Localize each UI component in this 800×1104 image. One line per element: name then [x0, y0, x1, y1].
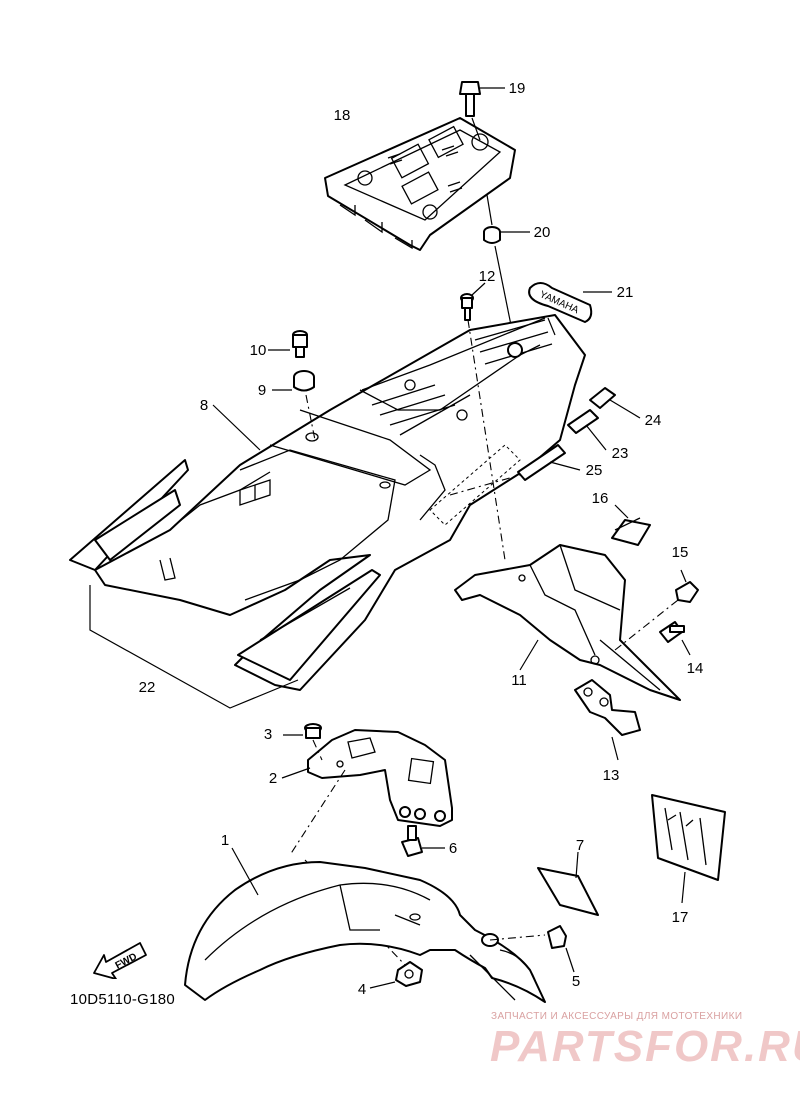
collar-20-part — [483, 194, 530, 346]
callout-24: 24 — [645, 412, 662, 429]
callout-18: 18 — [334, 107, 351, 124]
bolt-14-nut-15-part — [614, 569, 699, 656]
callout-10: 10 — [250, 342, 267, 359]
front-fender-part — [184, 847, 546, 1003]
reflector-16-part — [611, 504, 651, 546]
callout-22: 22 — [139, 679, 156, 696]
callout-12: 12 — [479, 268, 496, 285]
part-7 — [537, 851, 599, 916]
callout-6: 6 — [449, 840, 457, 857]
callout-9: 9 — [258, 382, 266, 399]
callout-2: 2 — [269, 770, 277, 787]
callout-15: 15 — [672, 544, 689, 561]
decals-23-24-25-part — [429, 387, 641, 526]
rear-cowl-part — [94, 314, 586, 691]
callout-20: 20 — [534, 224, 551, 241]
callout-13: 13 — [603, 767, 620, 784]
callout-21: 21 — [617, 284, 634, 301]
callout-labels: 19 18 20 12 21 10 9 8 24 23 25 16 15 14 … — [139, 80, 704, 998]
bracket-13-part — [574, 679, 641, 761]
callout-25: 25 — [586, 462, 603, 479]
callout-16: 16 — [592, 490, 609, 507]
callout-19: 19 — [509, 80, 526, 97]
callout-11: 11 — [511, 672, 527, 689]
callout-8: 8 — [200, 397, 208, 414]
bracket-2-part — [281, 729, 453, 827]
callout-3: 3 — [264, 726, 272, 743]
callout-4: 4 — [358, 981, 366, 998]
callout-5: 5 — [572, 973, 580, 990]
forward-arrow-icon: FWD — [93, 942, 147, 979]
callout-17: 17 — [672, 909, 689, 926]
watermark-tagline: ЗАПЧАСТИ И АКСЕССУАРЫ ДЛЯ МОТОТЕХНИКИ — [491, 1011, 743, 1022]
part-17 — [651, 794, 726, 904]
bolts-9-10-12-part — [212, 282, 506, 561]
bolt-19-part — [459, 81, 505, 141]
rear-fender-part — [454, 544, 681, 701]
diagram-code: 10D5110-G180 — [70, 991, 176, 1008]
callout-1: 1 — [221, 832, 229, 849]
side-stripe-22-part — [69, 459, 381, 709]
callout-7: 7 — [576, 837, 584, 854]
callout-23: 23 — [612, 445, 629, 462]
fwd-label: FWD — [114, 951, 139, 971]
callout-14: 14 — [687, 660, 704, 677]
rear-carrier-part — [324, 117, 516, 251]
watermark-logo: PARTSFOR.RU — [490, 1022, 800, 1071]
